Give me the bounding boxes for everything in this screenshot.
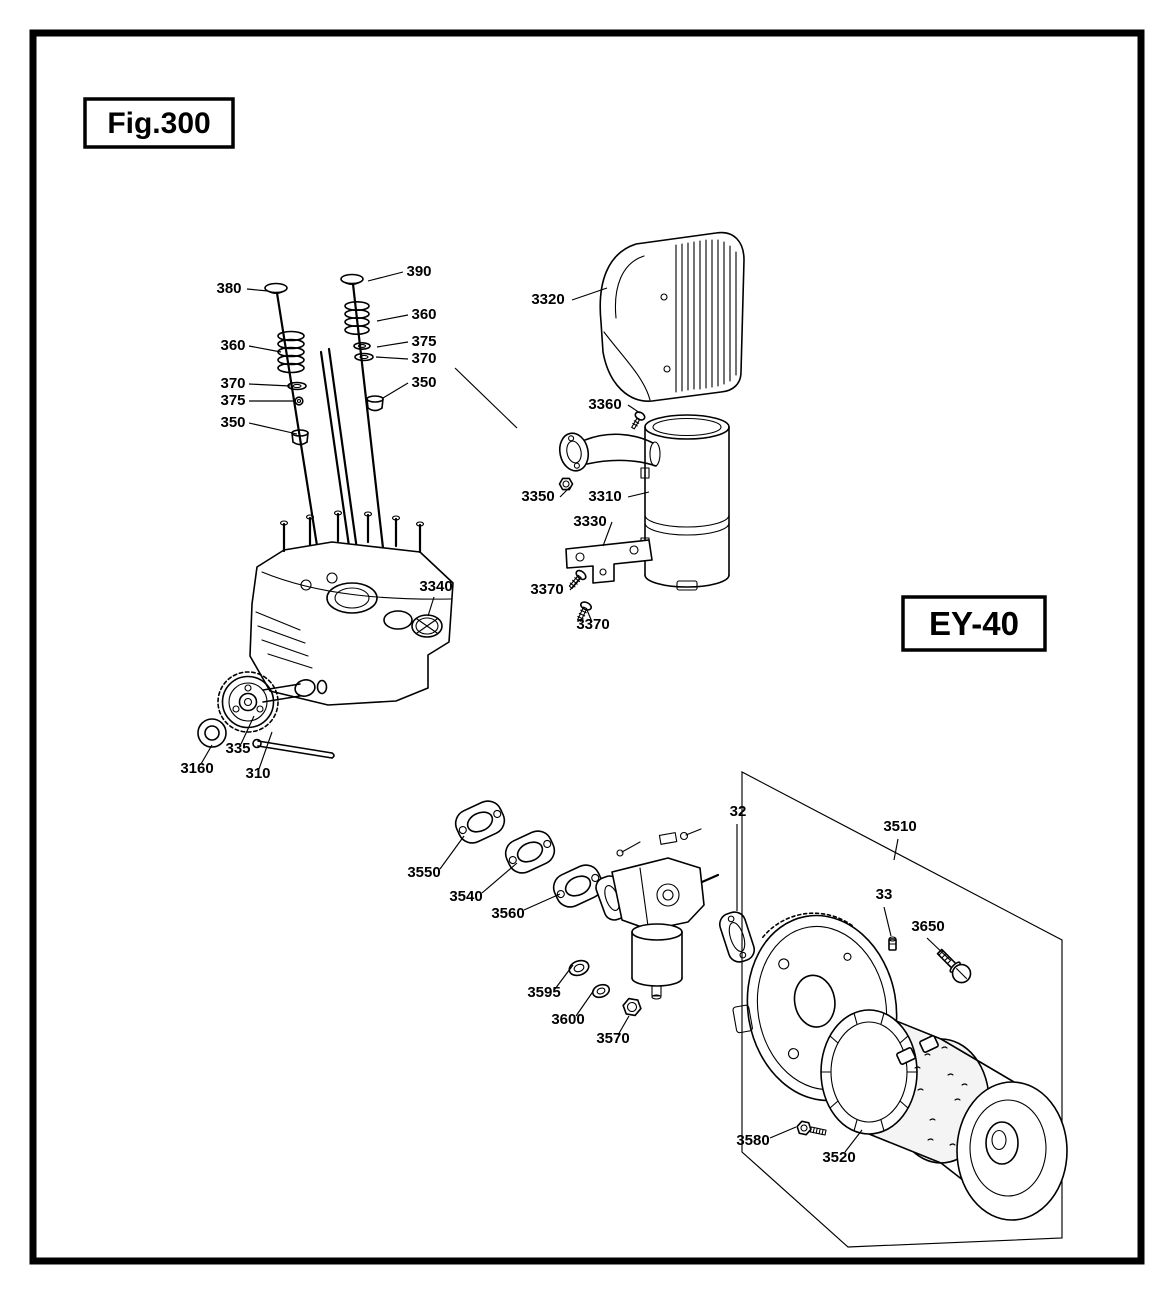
part-label-380: 380	[216, 280, 241, 297]
leader-lines	[200, 271, 951, 1153]
retainer-lock-375-left	[294, 396, 304, 406]
fuel-inlet	[700, 873, 720, 884]
nut-3570	[622, 997, 642, 1017]
page-border	[29, 29, 1145, 1265]
vent-slats	[675, 239, 737, 393]
bolt-3360	[631, 411, 646, 430]
part-label-3520: 3520	[822, 1149, 855, 1166]
bracket-3330	[565, 539, 653, 584]
valve-head-380	[264, 282, 288, 294]
part-label-3340: 3340	[419, 578, 452, 595]
part-label-375-right: 375	[411, 333, 436, 350]
model-code-box: EY-40	[901, 595, 1047, 652]
gasket-32	[718, 911, 756, 963]
nut-3350	[558, 477, 574, 491]
screw-3370-a	[568, 569, 587, 589]
bolt-3580	[796, 1120, 827, 1136]
figure-number-box: Fig.300	[83, 97, 235, 149]
spring-retainer-370-right	[354, 352, 374, 362]
part-label-3600: 3600	[551, 1011, 584, 1028]
part-label-33: 33	[876, 886, 893, 903]
gasket-3560	[552, 864, 604, 908]
seal-strip	[762, 912, 853, 939]
valve-380-assembly	[264, 282, 320, 554]
pin-33	[888, 936, 897, 951]
mount-tab	[732, 1004, 753, 1034]
head-studs	[279, 510, 425, 554]
model-code-label: EY-40	[929, 605, 1019, 642]
bearing-3160	[197, 718, 227, 748]
exhaust-port	[383, 610, 413, 630]
muffler-3310	[640, 414, 730, 591]
part-label-390: 390	[406, 263, 431, 280]
figure-number-label: Fig.300	[107, 107, 210, 140]
camshaft-gear-assembly	[197, 671, 335, 759]
cam-lobe	[294, 679, 316, 697]
valve-spring-360-right	[344, 300, 370, 335]
valve-stem-390	[351, 282, 385, 550]
part-label-3370-a: 3370	[530, 581, 563, 598]
carburetor	[595, 828, 720, 1000]
part-label-3160: 3160	[180, 760, 213, 777]
part-label-370-left: 370	[220, 375, 245, 392]
push-rod	[327, 347, 360, 559]
retainer-lock-375-right	[353, 341, 371, 350]
housing-clip	[919, 1035, 939, 1053]
valve-cap-350-right	[366, 395, 384, 412]
air-cover-3320	[599, 231, 745, 402]
part-label-3370-b: 3370	[576, 616, 609, 633]
part-label-3320: 3320	[531, 291, 564, 308]
part-label-3350: 3350	[521, 488, 554, 505]
float-bowl	[631, 923, 683, 1000]
screw-3650	[936, 948, 972, 984]
part-label-3560: 3560	[491, 905, 524, 922]
part-label-3510: 3510	[883, 818, 916, 835]
exhaust-pipe	[558, 411, 661, 491]
part-label-375-left: 375	[220, 392, 245, 409]
part-label-32: 32	[730, 803, 747, 820]
rod-310	[252, 738, 335, 759]
push-rod	[319, 350, 353, 562]
part-label-3650: 3650	[911, 918, 944, 935]
part-label-310: 310	[245, 765, 270, 782]
part-label-3595: 3595	[527, 984, 560, 1001]
washer-3595	[568, 959, 590, 977]
part-label-350-left: 350	[220, 414, 245, 431]
part-label-360-right: 360	[411, 306, 436, 323]
part-label-370-right: 370	[411, 350, 436, 367]
part-label-3330: 3330	[573, 513, 606, 530]
part-label-360-left: 360	[220, 337, 245, 354]
carb-body	[611, 857, 705, 931]
exhaust-flange	[558, 432, 590, 472]
gasket-3550	[454, 800, 506, 844]
part-label-3570: 3570	[596, 1030, 629, 1047]
filter-pleats	[820, 1012, 918, 1132]
valve-spring-360-left	[277, 330, 305, 374]
camshaft	[262, 683, 301, 691]
cap-3340	[411, 614, 443, 638]
cylinder-head	[249, 510, 454, 706]
valve-head-390	[340, 273, 364, 285]
air-cleaner-housing	[896, 1035, 1068, 1221]
valve-stem-380	[275, 291, 320, 554]
housing-clip	[896, 1047, 916, 1065]
part-label-3580: 3580	[736, 1132, 769, 1149]
valve-390-assembly	[319, 273, 385, 562]
part-label-350-right: 350	[411, 374, 436, 391]
gasket-3540	[504, 830, 556, 874]
part-label-3540: 3540	[449, 888, 482, 905]
assembly-3510-boundary	[741, 771, 1063, 1248]
part-number-labels: 380 390 360 375 370 350 360 370 375 350 …	[180, 263, 944, 1166]
screw-3370-b	[577, 601, 592, 622]
gear-teeth	[217, 671, 279, 733]
washer-3600	[591, 983, 611, 999]
part-label-335: 335	[225, 740, 250, 757]
part-label-3550: 3550	[407, 864, 440, 881]
part-label-3360: 3360	[588, 396, 621, 413]
part-label-3310: 3310	[588, 488, 621, 505]
combustion-port	[326, 582, 378, 614]
